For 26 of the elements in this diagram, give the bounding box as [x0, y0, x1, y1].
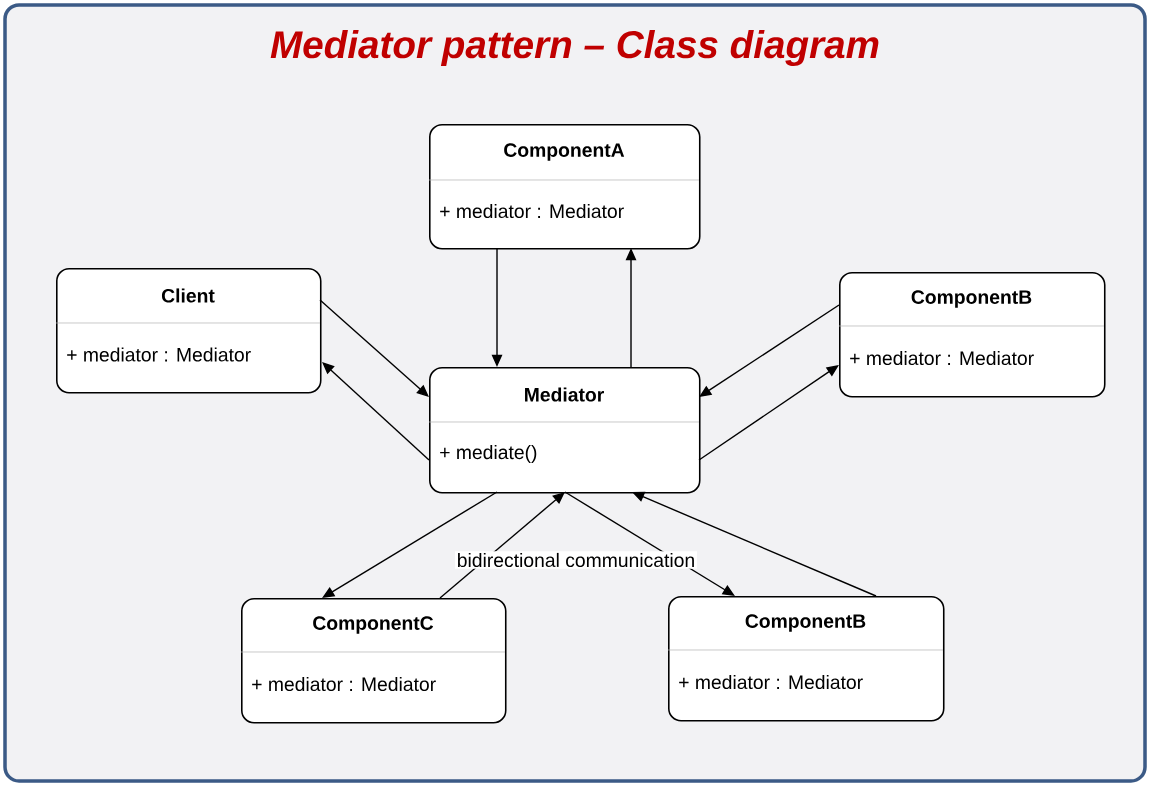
arrow — [319, 299, 429, 397]
class-box — [428, 367, 701, 494]
class-box — [55, 268, 322, 394]
class-member: + mediator : Mediator — [67, 347, 251, 362]
class-box — [240, 598, 507, 724]
class-member: + mediator : Mediator — [252, 676, 436, 692]
class-name: ComponentB — [745, 614, 866, 632]
class-member: + mediate() — [440, 445, 537, 463]
class-box — [667, 596, 945, 722]
class-member: + mediator : Mediator — [850, 350, 1034, 366]
arrow — [632, 491, 877, 597]
class-box — [838, 272, 1106, 398]
arrow — [699, 304, 840, 397]
class-name: Mediator — [525, 387, 604, 402]
title: Mediator pattern – Class diagram — [270, 29, 879, 66]
arrow — [322, 491, 498, 598]
class-name: ComponentB — [911, 290, 1032, 308]
class-box — [428, 124, 701, 250]
class-name: Client — [161, 288, 215, 303]
arrow — [322, 362, 430, 461]
class-name: ComponentC — [313, 616, 434, 634]
note-label: bidirectional communication — [455, 551, 697, 569]
class-member: + mediator : Mediator — [679, 674, 863, 690]
class-name: ComponentA — [504, 143, 625, 161]
class-member: + mediator : Mediator — [440, 203, 624, 219]
arrow — [698, 365, 839, 461]
